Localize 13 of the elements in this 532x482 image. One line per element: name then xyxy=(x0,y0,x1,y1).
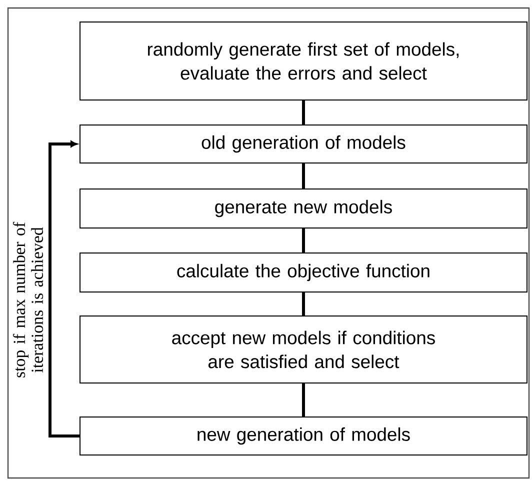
process-box: calculate the objective function xyxy=(80,252,528,292)
connector-line xyxy=(302,384,305,416)
edge-label: stop if max number of iterations is achieved xyxy=(13,222,44,378)
feedback-arrow xyxy=(48,140,80,438)
process-box: old generation of models xyxy=(80,124,528,164)
process-box: randomly generate first set of models, evaluate the errors and select xyxy=(80,22,528,100)
process-box: new generation of models xyxy=(80,416,528,456)
process-box: accept new models if conditions are satisfied and select xyxy=(80,316,528,384)
connector-line xyxy=(302,164,305,188)
connector-line xyxy=(302,292,305,316)
process-box: generate new models xyxy=(80,188,528,228)
connector-line xyxy=(302,100,305,124)
connector-line xyxy=(302,228,305,252)
